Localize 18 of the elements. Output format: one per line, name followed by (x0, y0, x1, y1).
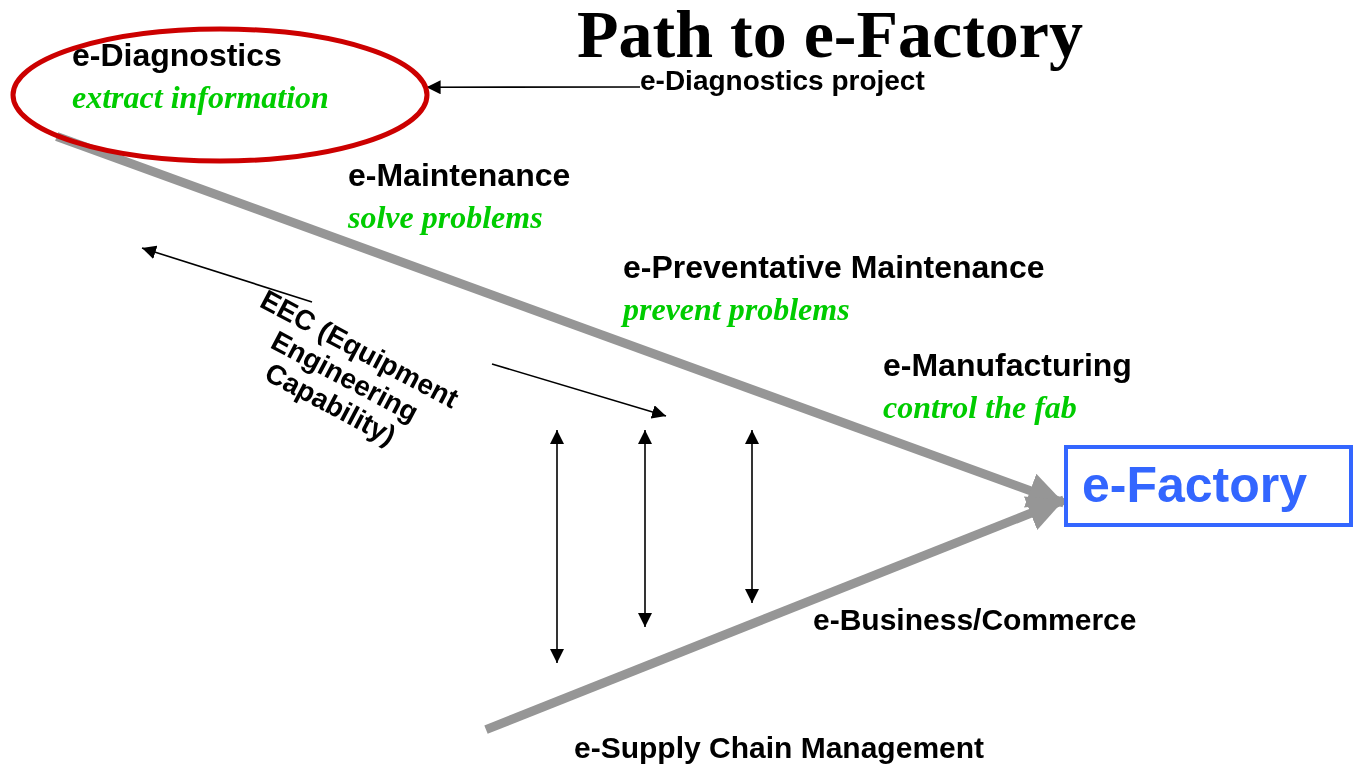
label-text: e-Business/Commerce (813, 602, 1137, 638)
stage-ellipse (10, 26, 430, 164)
stage-goal: control the fab (883, 388, 1078, 427)
arrow (425, 80, 641, 95)
stage-goal: extract information (72, 78, 330, 117)
path-arrow (484, 495, 1066, 734)
stage-name: e-Manufacturing (883, 346, 1132, 385)
arrow (491, 363, 667, 419)
path-arrow (55, 132, 1066, 508)
label-text: e-Diagnostics project (640, 65, 925, 98)
goal-text: e-Factory (1082, 456, 1309, 515)
goal-box (1064, 445, 1353, 527)
stage-name: e-Diagnostics (72, 36, 283, 75)
label-text: e-Supply Chain Management (574, 730, 986, 766)
stage-goal: solve problems (348, 198, 544, 237)
stage-name: e-Maintenance (348, 156, 571, 195)
stage-name: e-Preventative Maintenance (623, 248, 1045, 287)
arrow (141, 245, 313, 303)
